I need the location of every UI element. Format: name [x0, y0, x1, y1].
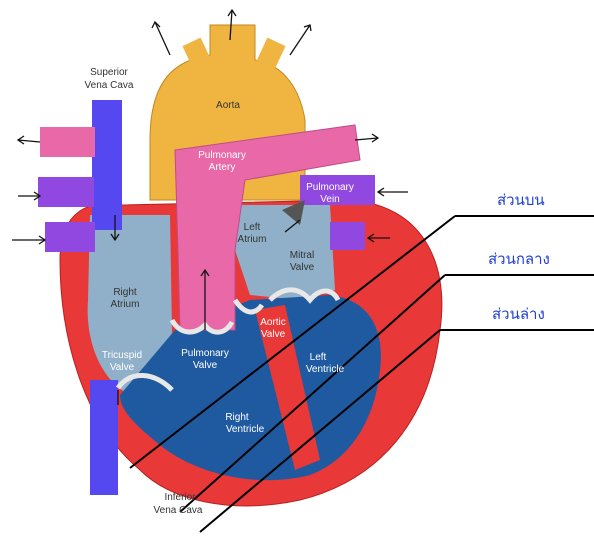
label-left-atrium-2: Atrium	[238, 234, 267, 245]
label-tricuspid-valve-2: Valve	[110, 362, 135, 373]
label-superior-vena-cava-2: Vena Cava	[85, 80, 134, 91]
superior-vena-cava	[92, 100, 122, 230]
label-aorta: Aorta	[216, 100, 240, 111]
label-pulmonary-artery-2: Artery	[209, 162, 236, 173]
left-atrium	[235, 205, 335, 300]
label-left-ventricle-1: Left	[310, 352, 327, 363]
label-superior-vena-cava-1: Superior	[90, 67, 128, 78]
label-mitral-valve-1: Mitral	[290, 250, 314, 261]
callout-middle: ส่วนกลาง	[488, 250, 550, 268]
callout-lower: ส่วนล่าง	[492, 305, 545, 323]
label-right-ventricle-1: Right	[225, 412, 249, 423]
label-aortic-valve-2: Valve	[261, 329, 286, 340]
label-inferior-vena-cava-2: Vena Cava	[154, 505, 203, 516]
label-tricuspid-valve-1: Tricuspid	[102, 350, 142, 361]
label-right-atrium-2: Atrium	[111, 299, 140, 310]
label-right-atrium-1: Right	[113, 287, 137, 298]
pulmonary-vein-left-1	[38, 177, 94, 207]
label-pulmonary-vein-1: Pulmonary	[306, 182, 354, 193]
pulmonary-vein-left-2	[45, 222, 95, 252]
label-mitral-valve-2: Valve	[290, 262, 315, 273]
label-inferior-vena-cava-1: Inferior	[164, 492, 196, 503]
label-aortic-valve-1: Aortic	[260, 317, 286, 328]
inferior-vena-cava	[90, 380, 118, 495]
label-pulmonary-vein-2: Vein	[320, 194, 339, 205]
label-pulmonary-artery-1: Pulmonary	[198, 150, 246, 161]
callout-upper: ส่วนบน	[497, 191, 545, 209]
label-left-atrium-1: Left	[244, 222, 261, 233]
pulmonary-vein-right-2	[330, 222, 365, 250]
label-pulmonary-valve-2: Valve	[193, 360, 218, 371]
label-pulmonary-valve-1: Pulmonary	[181, 348, 229, 359]
label-left-ventricle-2: Ventricle	[306, 364, 345, 375]
pulmonary-branch-left-top	[40, 127, 95, 157]
label-right-ventricle-2: Ventricle	[226, 424, 265, 435]
